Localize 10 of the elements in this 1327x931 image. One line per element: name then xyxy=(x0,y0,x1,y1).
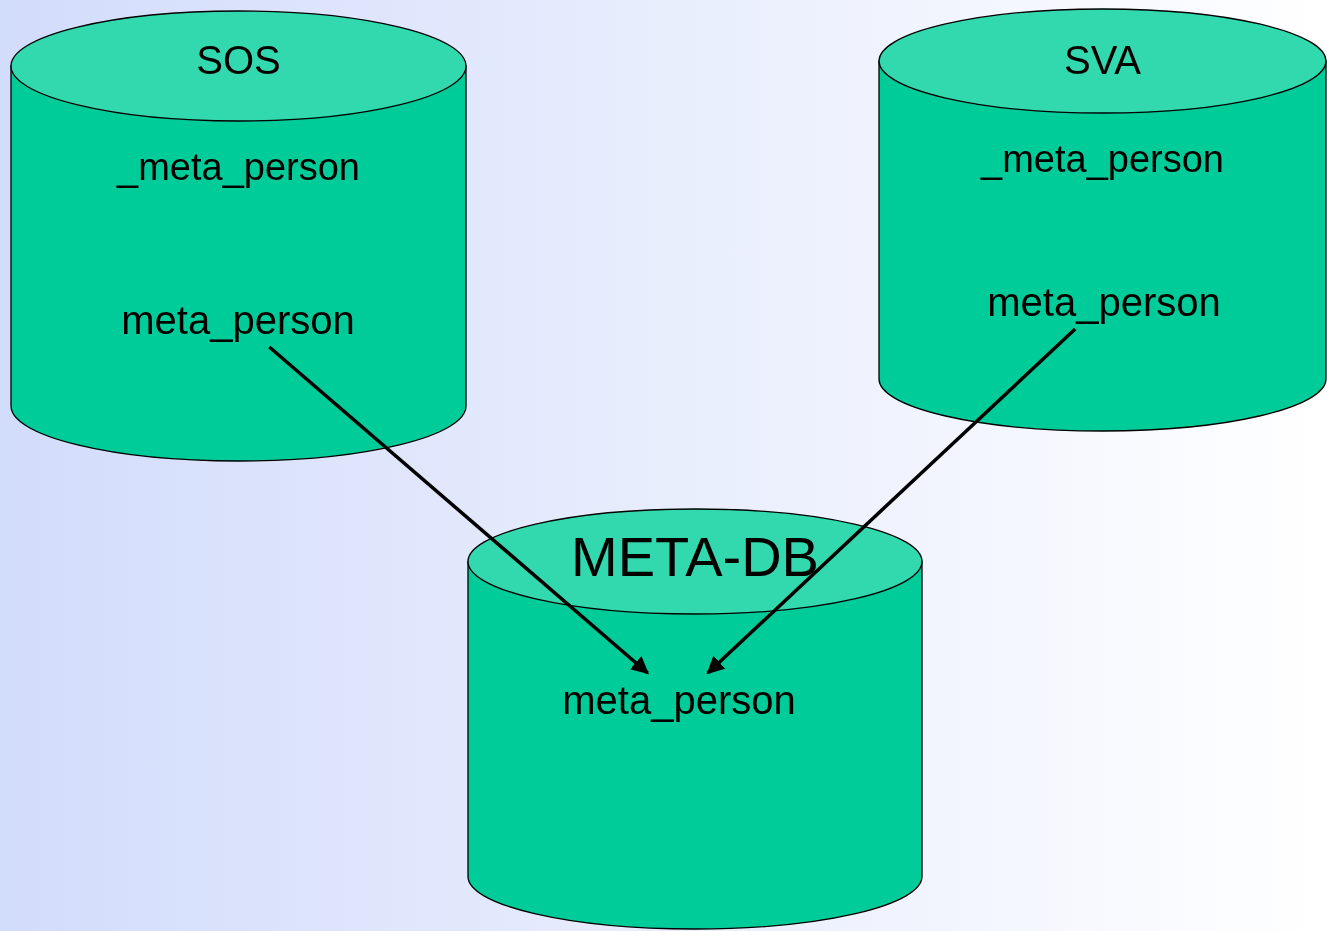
arrow xyxy=(268,345,649,675)
database-title: META-DB xyxy=(571,524,819,590)
database-title: SOS xyxy=(196,37,281,83)
table-name: _meta_person xyxy=(981,138,1224,182)
table-name: meta_person xyxy=(121,297,355,343)
table-name: _meta_person xyxy=(117,146,360,190)
database-title: SVA xyxy=(1063,37,1142,83)
table-name: meta_person xyxy=(562,677,796,723)
table-name: meta_person xyxy=(987,279,1221,325)
arrow xyxy=(706,327,1077,675)
